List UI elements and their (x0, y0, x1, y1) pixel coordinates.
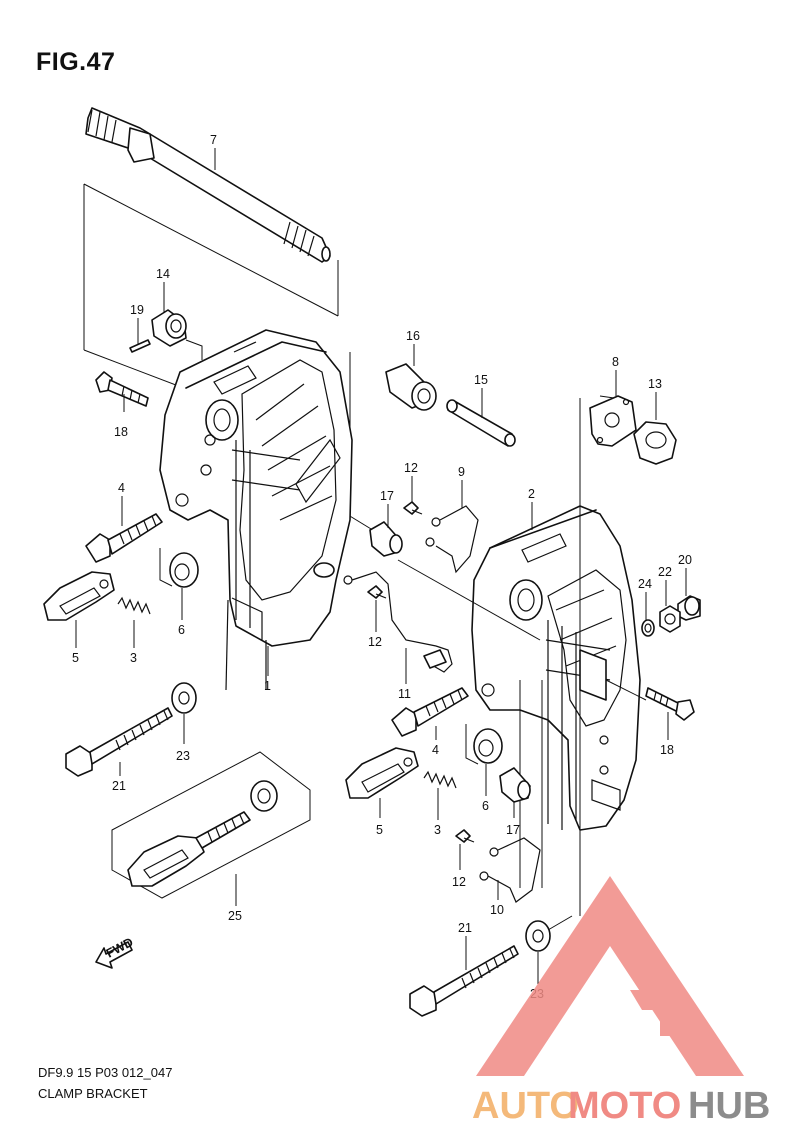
part-24-washer (641, 619, 655, 637)
diagram-caption: CLAMP BRACKET (38, 1086, 148, 1101)
part-25-handle-kit (111, 751, 311, 899)
callout-12-upper: 12 (404, 461, 418, 475)
callout-20: 20 (678, 553, 692, 567)
callout-19: 19 (130, 303, 144, 317)
part-3-spring-right (423, 770, 457, 789)
part-22-nut (659, 605, 681, 633)
callout-18-lower: 18 (660, 743, 674, 757)
part-5-handle-right (345, 747, 419, 799)
part-13-nut (633, 421, 677, 465)
callout-23-left: 23 (176, 749, 190, 763)
part-8-plate (589, 395, 637, 447)
part-7-tilt-rod (85, 107, 331, 263)
callout-4-left: 4 (118, 481, 125, 495)
part-1-clamp-bracket-left (159, 329, 353, 691)
part-11-lead-wire (343, 571, 453, 673)
part-17-collar-upper (369, 521, 403, 557)
callout-16: 16 (406, 329, 420, 343)
part-18-bolt-lower (645, 687, 695, 721)
part-12-screw-upper (403, 501, 423, 515)
part-19-pin (129, 339, 151, 353)
watermark-text-auto: AUTO (472, 1085, 579, 1127)
watermark-text-hub: HUB (688, 1085, 770, 1127)
part-6-pad-left (159, 548, 199, 588)
part-9-lead-wire (425, 505, 479, 574)
automotohub-watermark-logo: AUTO MOTO HUB (472, 876, 770, 1127)
figure-title: FIG.47 (36, 48, 116, 76)
callout-15: 15 (474, 373, 488, 387)
part-6-pad-right (465, 724, 503, 765)
callout-24: 24 (638, 577, 652, 591)
part-4-screw-left (85, 513, 163, 563)
part-21-bolt-left (65, 707, 173, 777)
part-2-clamp-bracket-right (471, 505, 641, 831)
part-23-washer-left (171, 682, 197, 714)
callout-numbers: 7 14 19 16 15 8 13 18 4 12 9 17 2 20 22 … (72, 133, 692, 1001)
assembly-guide-lines-left (83, 183, 377, 533)
callout-21-left: 21 (112, 779, 126, 793)
part-12-screw-lower (455, 829, 475, 843)
diagram-footer: DF9.9 15 P03 012_047 CLAMP BRACKET (38, 1062, 172, 1104)
part-20-collar (677, 595, 701, 621)
callout-5-right: 5 (376, 823, 383, 837)
callout-7: 7 (210, 133, 217, 147)
callout-17-lower: 17 (506, 823, 520, 837)
part-10-lead-wire (479, 837, 541, 903)
part-5-handle-left (43, 571, 115, 621)
callout-14: 14 (156, 267, 170, 281)
callout-10: 10 (490, 903, 504, 917)
callout-4-right: 4 (432, 743, 439, 757)
part-15-pin (446, 399, 516, 447)
callout-21-right: 21 (458, 921, 472, 935)
callout-1: 1 (264, 679, 271, 693)
callout-18-upper: 18 (114, 425, 128, 439)
part-4-screw-right (391, 687, 469, 737)
part-16-bushing (385, 363, 437, 411)
callout-22: 22 (658, 565, 672, 579)
callout-11: 11 (398, 687, 411, 701)
watermark-inner-peak-icon (546, 970, 674, 1066)
callout-8: 8 (612, 355, 619, 369)
callout-9: 9 (458, 465, 465, 479)
callout-25: 25 (228, 909, 242, 923)
callout-6-left: 6 (178, 623, 185, 637)
part-21-bolt-right (409, 945, 519, 1017)
callout-6-right: 6 (482, 799, 489, 813)
watermark-text-moto: MOTO (568, 1085, 681, 1127)
part-3-spring-left (117, 596, 151, 615)
model-code: DF9.9 15 P03 012_047 (38, 1065, 173, 1080)
part-23-washer-right (525, 920, 551, 952)
callout-2: 2 (528, 487, 535, 501)
part-14-collar (151, 309, 187, 347)
callout-17-upper: 17 (380, 489, 394, 503)
part-18-bolt-upper (95, 371, 149, 407)
callout-3-left: 3 (130, 651, 137, 665)
callout-13: 13 (648, 377, 662, 391)
callout-3-right: 3 (434, 823, 441, 837)
callout-12-middle: 12 (368, 635, 382, 649)
part-12-screw-middle (367, 585, 387, 599)
callout-leader-lines (75, 148, 687, 984)
fwd-direction-arrow-icon: FWD (95, 935, 136, 969)
callout-12-lower: 12 (452, 875, 466, 889)
callout-5-left: 5 (72, 651, 79, 665)
part-17-collar-lower (499, 767, 531, 803)
